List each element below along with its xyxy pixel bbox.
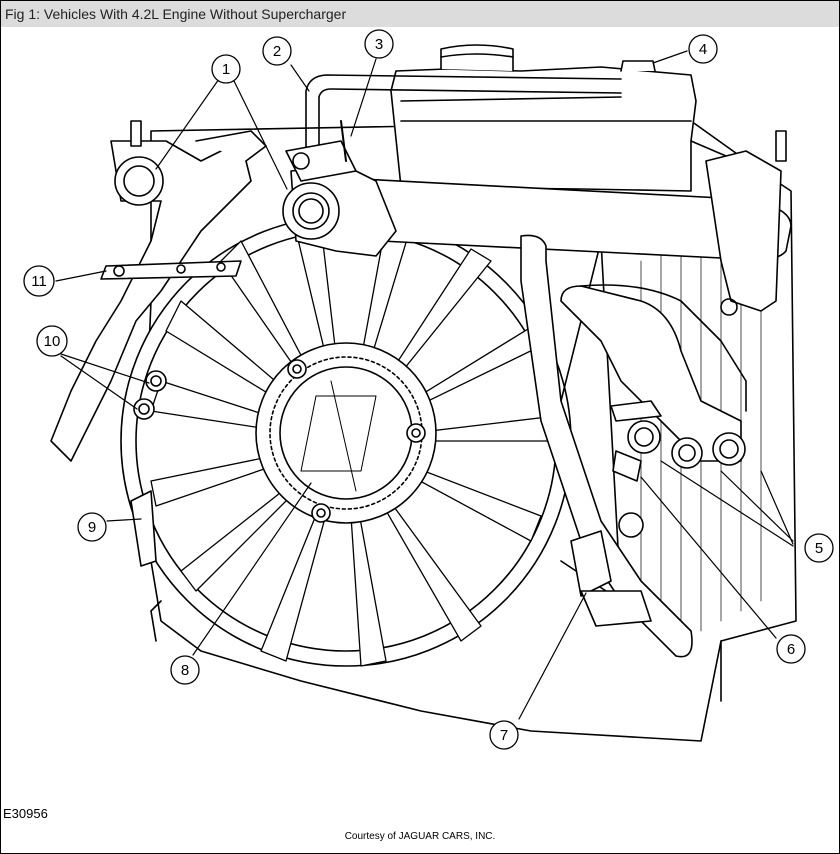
callout-label-6: 6 — [787, 641, 795, 658]
callout-7: 7 — [489, 720, 519, 750]
callout-9: 9 — [77, 512, 107, 542]
bleed-hose — [305, 74, 622, 152]
callout-label-8: 8 — [181, 662, 189, 679]
callout-label-3: 3 — [375, 36, 383, 53]
figure-title: Fig 1: Vehicles With 4.2L Engine Without… — [5, 6, 347, 22]
leader-lines — [55, 50, 794, 720]
callout-label-4: 4 — [699, 41, 707, 58]
callout-label-7: 7 — [500, 727, 508, 744]
callout-3: 3 — [364, 29, 394, 59]
callout-label-11: 11 — [31, 273, 47, 290]
title-bar: Fig 1: Vehicles With 4.2L Engine Without… — [1, 1, 839, 27]
callouts: 1 2 3 4 5 6 7 — [23, 29, 834, 750]
fan-hub — [255, 342, 437, 524]
right-bracket — [705, 130, 787, 316]
courtesy-text: Courtesy of JAGUAR CARS, INC. — [344, 831, 496, 842]
callout-label-9: 9 — [88, 519, 96, 536]
callout-11: 11 — [23, 265, 55, 297]
radiator-drain — [130, 490, 157, 567]
hose-connector — [612, 450, 642, 482]
callout-1: 1 — [211, 54, 241, 84]
left-coolant-pipe — [50, 120, 267, 462]
callout-8: 8 — [170, 655, 200, 685]
callout-6: 6 — [776, 634, 806, 664]
heater-hoses — [560, 284, 747, 469]
callout-4: 4 — [688, 34, 718, 64]
callout-2: 2 — [262, 36, 292, 66]
thermostat-housing — [282, 120, 397, 257]
figure-code: E30956 — [3, 806, 48, 821]
coolant-valve — [570, 512, 652, 627]
callout-label-2: 2 — [273, 43, 281, 60]
expansion-tank — [390, 44, 697, 192]
callout-label-5: 5 — [815, 540, 823, 557]
callout-label-1: 1 — [222, 61, 230, 78]
callout-5: 5 — [804, 533, 834, 563]
bleed-screws — [133, 370, 167, 420]
callout-label-10: 10 — [44, 333, 61, 350]
callout-10: 10 — [36, 325, 68, 357]
cooling-module-drawing: 1 2 3 4 5 6 7 — [23, 29, 834, 750]
